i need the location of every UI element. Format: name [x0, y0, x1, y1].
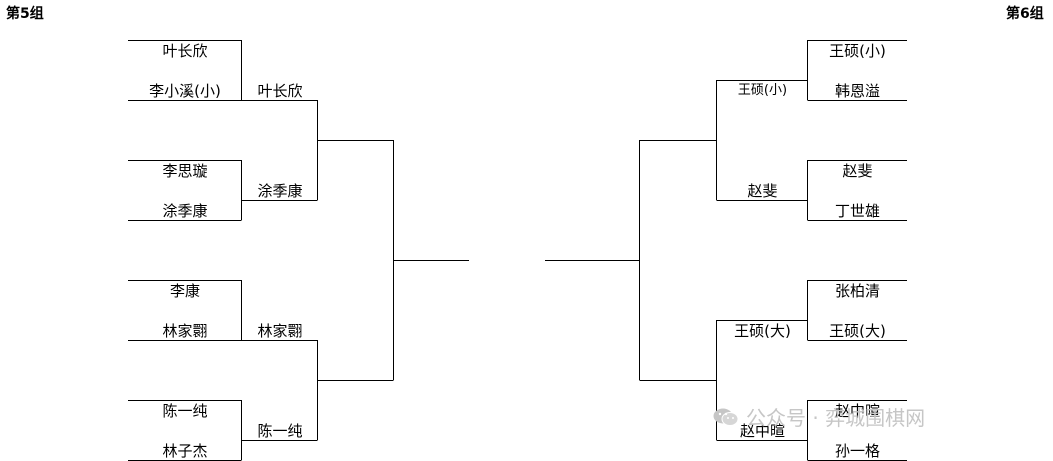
bracket-left-r1-m1 — [128, 40, 242, 101]
left-r2-winner1: 叶长欣 — [257, 82, 303, 100]
right-r2-winner3: 王硕(大) — [734, 322, 791, 340]
left-r1-m2-player1: 李思璇 — [162, 162, 208, 180]
left-r1-m4-player2: 林子杰 — [162, 442, 208, 460]
left-r1-m3-player1: 李康 — [169, 282, 200, 300]
bracket-right-r2-top — [716, 80, 808, 201]
bracket-left-r2-top — [241, 100, 318, 201]
left-r1-m2-player2: 涂季康 — [162, 202, 208, 220]
right-r1-m2-player2: 丁世雄 — [834, 202, 880, 220]
watermark: 公众号 · 弈城围棋网 — [712, 402, 925, 431]
right-r1-m3-player1: 张柏清 — [834, 282, 880, 300]
group-5-title: 第5组 — [6, 6, 44, 22]
bracket-left-r2-bottom — [241, 340, 318, 441]
right-r1-m3-player2: 王硕(大) — [829, 322, 886, 340]
right-r2-winner4: 赵中暄 — [739, 422, 785, 440]
bracket-right-r2-bottom — [716, 320, 808, 441]
left-r2-winner4: 陈一纯 — [257, 422, 303, 440]
right-r1-m1-player1: 王硕(小) — [829, 42, 886, 60]
bracket-left-r1-m3 — [128, 280, 242, 341]
right-r1-m4-player2: 孙一格 — [834, 442, 880, 460]
right-r1-m2-player1: 赵斐 — [842, 162, 873, 180]
group-6-title: 第6组 — [1006, 6, 1044, 22]
right-r1-m1-player2: 韩恩溢 — [834, 82, 880, 100]
right-r2-winner1: 王硕(小) — [737, 83, 788, 98]
bracket-left-r3 — [317, 140, 394, 381]
left-r2-winner2: 涂季康 — [257, 182, 303, 200]
left-r1-m3-player2: 林家翾 — [162, 322, 208, 340]
bracket-right-r3 — [639, 140, 717, 381]
right-r2-winner2: 赵斐 — [747, 182, 778, 200]
right-r1-m4-player1: 赵中暄 — [834, 402, 880, 420]
left-r1-m1-player2: 李小溪(小) — [149, 82, 221, 100]
left-r2-winner3: 林家翾 — [257, 322, 303, 340]
wechat-icon — [713, 408, 739, 426]
left-r1-m4-player1: 陈一纯 — [162, 402, 208, 420]
watermark-text: 公众号 · 弈城围棋网 — [746, 406, 926, 430]
left-r1-m1-player1: 叶长欣 — [162, 42, 208, 60]
